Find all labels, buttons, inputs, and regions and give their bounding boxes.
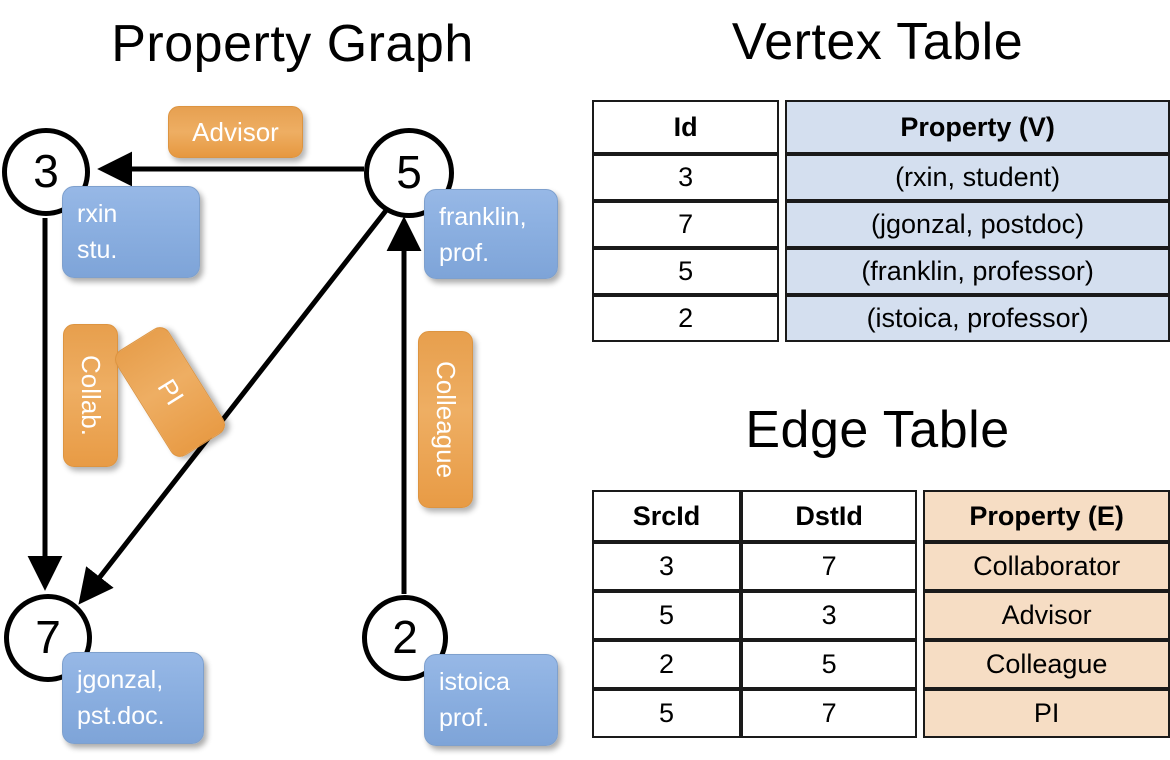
vertex-table-header-id: Id: [592, 100, 780, 154]
edge-table-header-srcid: SrcId: [592, 490, 741, 542]
vertex-property-box-franklin: franklin, prof.: [424, 189, 558, 279]
graph-edges-svg: [27, 151, 422, 605]
column-gap: [779, 295, 786, 342]
vertex-row-1-property: (jgonzal, postdoc): [785, 201, 1170, 248]
edge-table-header-property: Property (E): [923, 490, 1170, 542]
column-gap: [917, 490, 924, 542]
vertex-property-box-rxin: rxin stu.: [62, 186, 200, 278]
table-row: 2 (istoica, professor): [592, 295, 1170, 342]
vertex-row-3-id: 2: [592, 295, 780, 342]
graph-vertex-2-label: 2: [392, 611, 418, 663]
edge-row-1-src: 5: [592, 591, 741, 640]
edge-row-0-dst: 7: [740, 542, 918, 591]
table-row: 5 3 Advisor: [592, 591, 1170, 640]
edge-table-header-row: SrcId DstId Property (E): [592, 490, 1170, 542]
vertex-table-header-property: Property (V): [785, 100, 1170, 154]
column-gap: [779, 201, 786, 248]
vertex-table-header-row: Id Property (V): [592, 100, 1170, 154]
column-gap: [917, 640, 924, 689]
edge-label-colleague-text: Colleague: [431, 360, 461, 479]
graph-vertex-3[interactable]: 3: [2, 128, 90, 216]
column-gap: [779, 154, 786, 201]
graph-vertex-7-label: 7: [35, 611, 61, 663]
graph-vertex-2[interactable]: 2: [362, 595, 448, 681]
graph-vertex-3-label: 3: [33, 145, 59, 197]
page-title-vertex-table: Vertex Table: [731, 13, 1024, 71]
column-gap: [917, 689, 924, 738]
edge-table-header-dstid: DstId: [740, 490, 918, 542]
vertex-row-1-id: 7: [592, 201, 780, 248]
edge-label-advisor: Advisor: [168, 106, 303, 158]
table-row: 5 7 PI: [592, 689, 1170, 738]
vertex-property-box-jgonzal: jgonzal, pst.doc.: [62, 652, 204, 744]
table-row: 7 (jgonzal, postdoc): [592, 201, 1170, 248]
edge-label-pi-text: PI: [151, 373, 190, 411]
vertex-row-0-property: (rxin, student): [785, 154, 1170, 201]
edge-label-collab-text: Collab.: [76, 355, 106, 436]
edge-row-0-property: Collaborator: [923, 542, 1170, 591]
edge-table: SrcId DstId Property (E) 3 7 Collaborato…: [592, 490, 1170, 738]
edge-label-colleague: Colleague: [418, 331, 473, 508]
edge-row-2-dst: 5: [740, 640, 918, 689]
column-gap: [779, 248, 786, 295]
graph-vertex-7[interactable]: 7: [4, 594, 92, 682]
edge-row-1-property: Advisor: [923, 591, 1170, 640]
vertex-row-2-property: (franklin, professor): [785, 248, 1170, 295]
edge-row-3-src: 5: [592, 689, 741, 738]
table-row: 2 5 Colleague: [592, 640, 1170, 689]
table-row: 3 7 Collaborator: [592, 542, 1170, 591]
property-graph-diagram: 3 5 7 2 rxin stu. franklin, prof. jgonza…: [2, 106, 558, 746]
table-row: 5 (franklin, professor): [592, 248, 1170, 295]
edge-row-2-src: 2: [592, 640, 741, 689]
edge-row-0-src: 3: [592, 542, 741, 591]
graph-vertex-5-label: 5: [396, 146, 422, 198]
vertex-table: Id Property (V) 3 (rxin, student) 7 (jgo…: [592, 100, 1170, 342]
vertex-row-3-property: (istoica, professor): [785, 295, 1170, 342]
page-title-property-graph: Property Graph: [111, 15, 474, 73]
edge-row-1-dst: 3: [740, 591, 918, 640]
edge-label-collab: Collab.: [63, 324, 118, 467]
table-row: 3 (rxin, student): [592, 154, 1170, 201]
page-title-edge-table: Edge Table: [745, 401, 1010, 459]
edge-row-2-property: Colleague: [923, 640, 1170, 689]
edge-row-3-dst: 7: [740, 689, 918, 738]
vertex-row-0-id: 3: [592, 154, 780, 201]
column-gap: [917, 542, 924, 591]
edge-5-to-7: [78, 206, 390, 605]
vertex-row-2-id: 5: [592, 248, 780, 295]
edge-label-advisor-text: Advisor: [192, 116, 279, 147]
column-gap: [917, 591, 924, 640]
vertex-property-box-istoica: istoica prof.: [424, 654, 558, 746]
graph-vertex-5[interactable]: 5: [364, 128, 454, 218]
column-gap: [779, 100, 786, 154]
edge-row-3-property: PI: [923, 689, 1170, 738]
